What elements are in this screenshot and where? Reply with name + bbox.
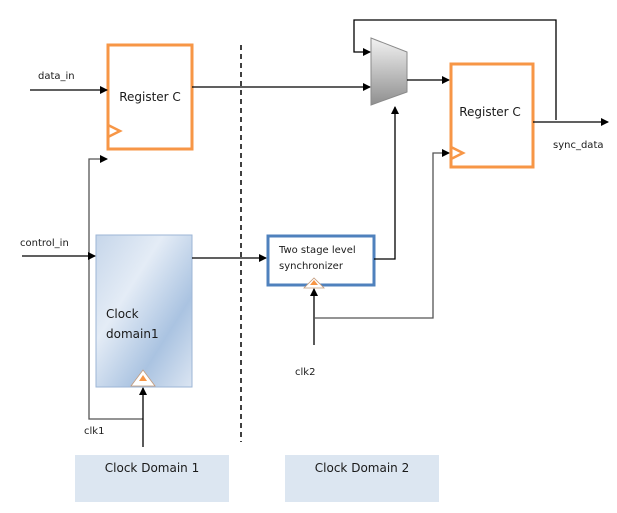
synchronizer-label-line2: synchronizer xyxy=(279,261,344,272)
clock-input-mark xyxy=(139,375,147,381)
clock-domain1-block xyxy=(95,234,193,388)
clock-edge-icon xyxy=(107,123,123,139)
clock-edge-icon-right xyxy=(450,145,466,161)
clk1-to-register-wire xyxy=(88,155,143,420)
feedback-wire xyxy=(353,19,557,120)
two-stage-synchronizer xyxy=(266,234,376,287)
clock-domain-2-box xyxy=(285,455,439,502)
clock-domain-1-box xyxy=(75,455,229,502)
register-left-label: Register C xyxy=(119,90,181,104)
sync-data-label: sync_data xyxy=(553,140,604,151)
sync-to-mux-select-wire xyxy=(374,106,399,260)
synchronizer-label-line1: Two stage level xyxy=(278,245,356,256)
clock-domain1-label-line2: domain1 xyxy=(106,327,159,341)
sync-clock-input-mark xyxy=(310,280,318,285)
clk1-label: clk1 xyxy=(84,426,104,437)
clk2-to-register-wire xyxy=(314,149,450,319)
register-right-label: Register C xyxy=(459,105,521,119)
clk2-label: clk2 xyxy=(295,367,315,378)
register-c-right xyxy=(449,62,535,169)
multiplexer xyxy=(370,37,408,106)
register-c-left xyxy=(106,43,194,151)
clock-domain-1-label: Clock Domain 1 xyxy=(105,461,199,475)
clock-domain-2-label: Clock Domain 2 xyxy=(315,461,409,475)
clock-domain1-label-line1: Clock xyxy=(106,307,139,321)
data-in-label: data_in xyxy=(38,71,75,82)
control-in-label: control_in xyxy=(20,238,69,249)
